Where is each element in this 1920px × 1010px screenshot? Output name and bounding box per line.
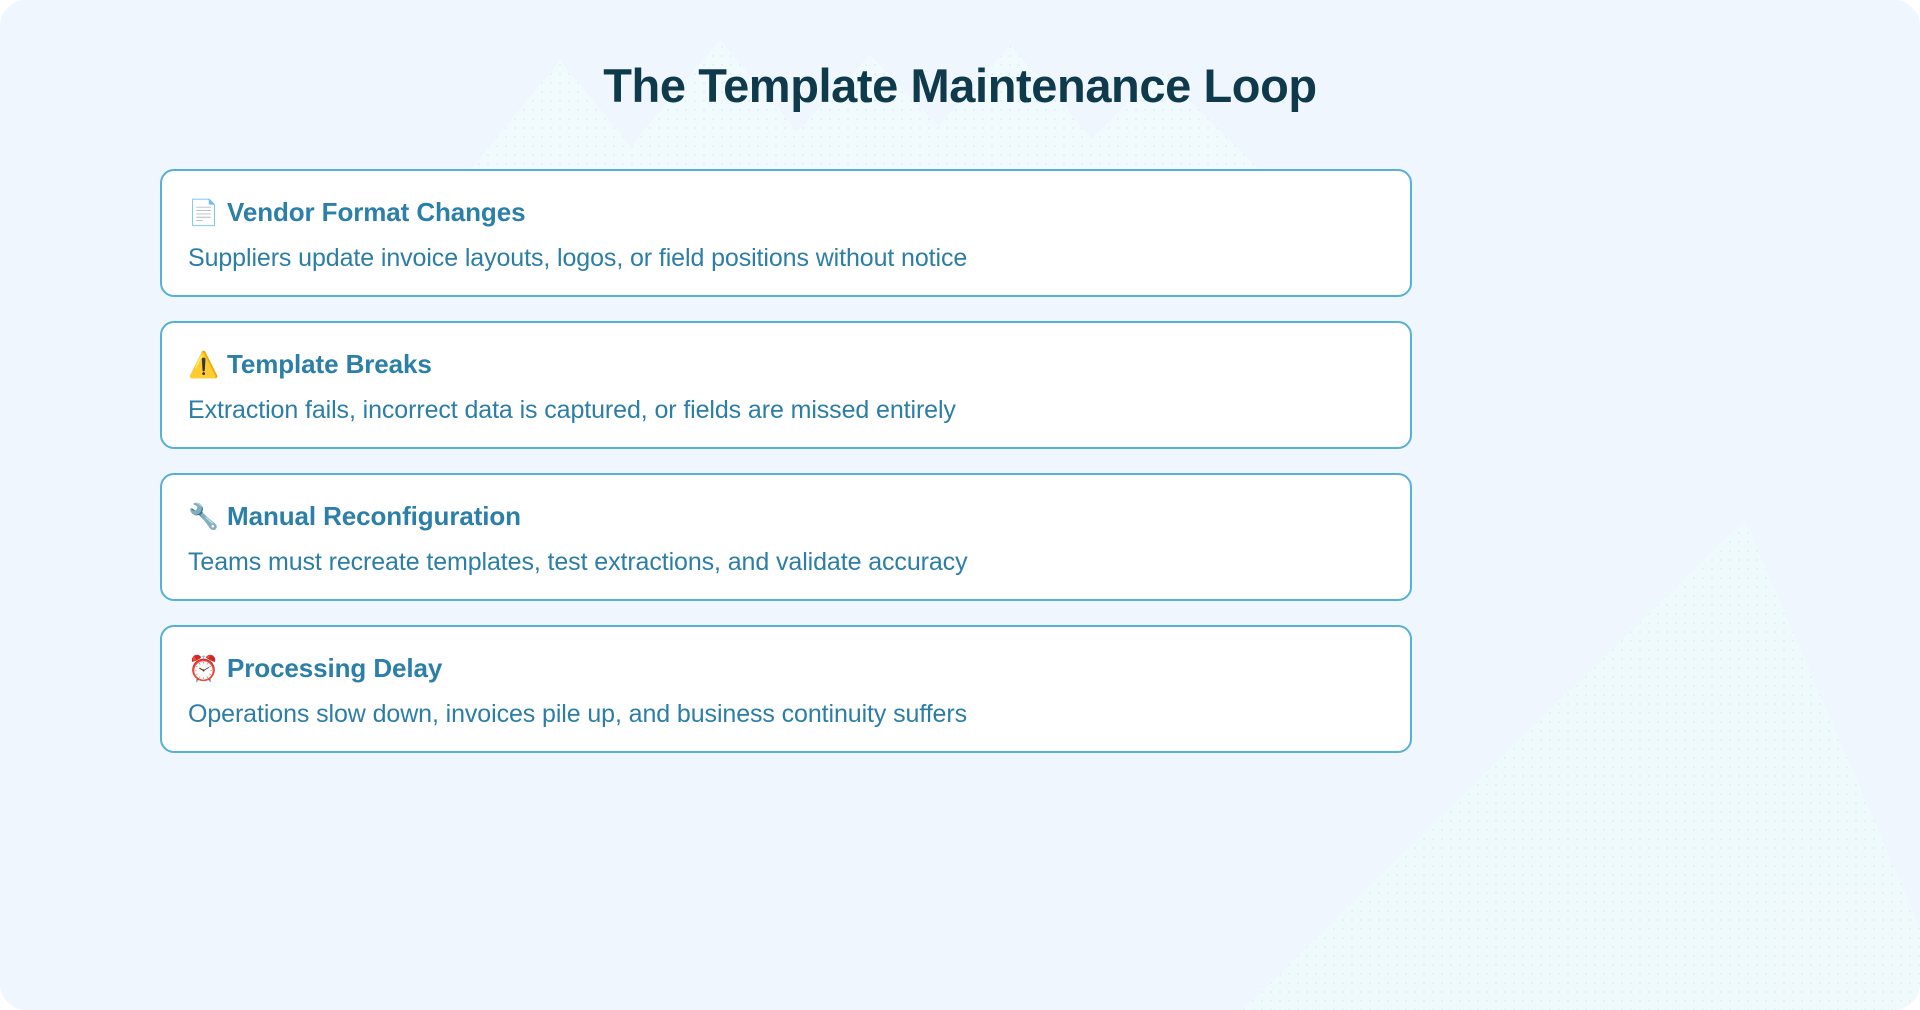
- card-manual-reconfiguration: 🔧 Manual Reconfiguration Teams must recr…: [160, 473, 1412, 601]
- wrench-icon: 🔧: [188, 502, 220, 531]
- card-heading: Manual Reconfiguration: [227, 501, 521, 531]
- page-title: The Template Maintenance Loop: [603, 59, 1317, 112]
- card-description: Suppliers update invoice layouts, logos,…: [188, 243, 968, 272]
- alarm-clock-icon: ⏰: [188, 654, 220, 683]
- page-with-curl-icon: 📄: [188, 198, 220, 227]
- card-heading-row: ⏰ Processing Delay: [188, 653, 1384, 684]
- card-heading: Vendor Format Changes: [227, 197, 526, 227]
- card-description: Extraction fails, incorrect data is capt…: [188, 395, 956, 424]
- card-template-breaks: ⚠️ Template Breaks Extraction fails, inc…: [160, 321, 1412, 449]
- card-description: Teams must recreate templates, test extr…: [188, 547, 968, 576]
- card-description: Operations slow down, invoices pile up, …: [188, 699, 967, 728]
- card-heading-row: ⚠️ Template Breaks: [188, 349, 1384, 380]
- card-heading: Processing Delay: [227, 653, 443, 683]
- card-list: 📄 Vendor Format Changes Suppliers update…: [160, 169, 1412, 753]
- card-processing-delay: ⏰ Processing Delay Operations slow down,…: [160, 625, 1412, 753]
- card-vendor-format-changes: 📄 Vendor Format Changes Suppliers update…: [160, 169, 1412, 297]
- card-heading-row: 📄 Vendor Format Changes: [188, 197, 1384, 228]
- warning-triangle-icon: ⚠️: [188, 350, 220, 379]
- card-heading-row: 🔧 Manual Reconfiguration: [188, 501, 1384, 532]
- card-heading: Template Breaks: [227, 349, 432, 379]
